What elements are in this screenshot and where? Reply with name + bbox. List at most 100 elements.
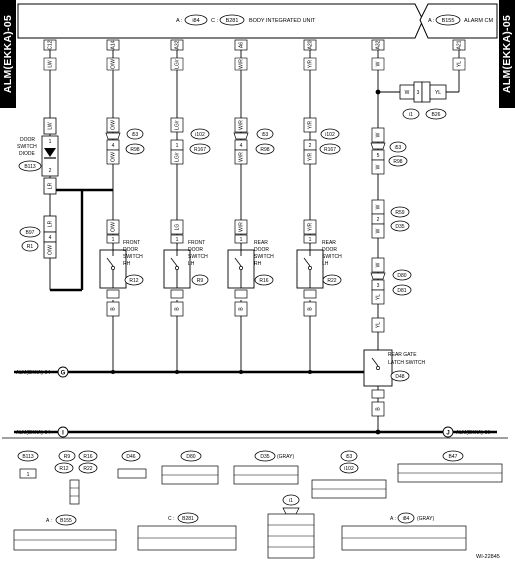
- wire-label: W/R: [238, 222, 244, 232]
- ref-d35-note: (GRAY): [277, 454, 294, 460]
- ref-marker-i: ALM(EKKA)-04 I: [16, 426, 69, 438]
- biu-conn-c: B281: [226, 18, 239, 24]
- ref-b281: B281: [182, 516, 194, 522]
- ref-r12: R12: [59, 466, 68, 472]
- ref-i-text: ALM(EKKA)-04: [16, 430, 50, 436]
- ref-i102: i102: [344, 466, 354, 472]
- ref-b47: B47: [449, 454, 458, 460]
- ref-j: J: [446, 431, 449, 437]
- junction-dot: [308, 370, 312, 374]
- pin-num: 1: [49, 139, 52, 145]
- front-door-switch-rh: O/W 1 B FRONT DOOR SWITCH RH R12: [99, 219, 144, 317]
- ref-d35: D35: [260, 454, 269, 460]
- ref-i1: i1: [289, 498, 293, 504]
- pin-num: 2: [49, 168, 52, 174]
- pin-num: 2: [377, 217, 380, 223]
- wire-label-ow-2: O/W: [47, 245, 53, 255]
- label-door: DOOR: [322, 247, 337, 253]
- wire-label: B: [110, 307, 116, 311]
- label-switch: SWITCH: [322, 254, 342, 260]
- conn-d80: D80: [397, 273, 406, 279]
- conn-r16: R16: [259, 278, 268, 284]
- junction-dot: [175, 370, 179, 374]
- ref-b155: B155: [60, 518, 72, 524]
- pin-a14: A14: [110, 40, 116, 49]
- biu-conn-a: i84: [192, 18, 199, 24]
- inline-connectors: O/W 4 O/W i53 R98 LG/r 1 LG/r i102 R167 …: [105, 117, 412, 305]
- wire-label-yl-i1: YL: [435, 90, 441, 96]
- wire-label: YL: [375, 322, 381, 328]
- junction-dot: [375, 429, 381, 435]
- conn-r9: R9: [197, 278, 204, 284]
- side-tab-left: ALM(EKKA)-05: [0, 0, 16, 108]
- pin-num: 1: [176, 237, 179, 243]
- conn-i1: i1: [409, 112, 413, 118]
- wire-label-wr: W/R: [238, 59, 244, 69]
- connector-reference-area: B113 1 R9 R16 R12 R22 D46 D80 D35 (GRAY)…: [2, 437, 508, 560]
- connector-b97-r1: LR 4 O/W B97 R1: [19, 215, 57, 259]
- conn-r98-2: R98: [260, 147, 269, 153]
- label-door: DOOR: [188, 247, 203, 253]
- rear-gate-latch-switch: YL B REAR GATE LATCH SWITCH D48: [363, 317, 426, 417]
- ref-r16: R16: [83, 454, 92, 460]
- wire-label: W: [375, 204, 381, 209]
- wire-label: W: [375, 132, 381, 137]
- wire-label-w: W: [375, 61, 381, 66]
- wire-label-lr: LR: [47, 182, 53, 189]
- diode-label-2: SWITCH: [17, 144, 37, 150]
- pin-num: 5: [377, 153, 380, 159]
- door-switch-diode: LW 1 2 LR DOOR SWITCH DIODE B113: [17, 117, 59, 195]
- junction-dot: [239, 370, 243, 374]
- ref-j-text: ALM(EKKA)-06: [456, 430, 490, 436]
- wire-label: O/W: [110, 222, 116, 232]
- ref-b113: B113: [22, 454, 34, 460]
- biu-title: BODY INTEGRATED UNIT: [249, 18, 316, 24]
- ref-b281-prefix: C :: [168, 516, 174, 522]
- ref-r22: R22: [83, 466, 92, 472]
- wire-label-lgr: LG/r: [174, 59, 180, 69]
- pin-num: 4: [240, 143, 243, 149]
- conn-r1: R1: [27, 244, 34, 250]
- side-tab-right: ALM(EKKA)-05: [499, 0, 515, 108]
- pin-num: 2: [309, 143, 312, 149]
- wire-label-ow: O/W: [110, 59, 116, 69]
- diode-label-1: DOOR: [20, 137, 35, 143]
- pin-grid-text: 1: [27, 472, 30, 478]
- alarm-conn: B155: [442, 18, 455, 24]
- biu-prefix-a: A :: [176, 18, 183, 24]
- connector-i1-b26: W 3 YL i1 B26: [399, 81, 447, 120]
- wire-label: LG/r: [174, 152, 180, 162]
- ref-i84-prefix: A :: [390, 516, 396, 522]
- pin-num: 4: [112, 143, 115, 149]
- pin-num: 1: [112, 237, 115, 243]
- label-rear: REAR: [322, 240, 336, 246]
- wire-label-lw: LW: [47, 60, 53, 67]
- junction-dot: [375, 89, 381, 95]
- wire-label: LG: [174, 224, 180, 231]
- wire-label: B: [307, 307, 313, 311]
- pin-a20: A20: [307, 40, 313, 49]
- wire-label: W/R: [238, 120, 244, 130]
- wire-label: O/W: [110, 152, 116, 162]
- pin-num: 4: [49, 235, 52, 241]
- conn-r167: R167: [194, 147, 206, 153]
- biu-prefix-c: C :: [211, 18, 219, 24]
- conn-i53: i53: [132, 132, 139, 138]
- wire-label: W: [375, 228, 381, 233]
- label-switch: SWITCH: [188, 254, 208, 260]
- pin-a6: A6: [238, 42, 244, 48]
- ref-i84-note: (GRAY): [417, 516, 434, 522]
- ref-i84: i84: [403, 516, 410, 522]
- pin-num: 1: [309, 237, 312, 243]
- ref-g-text: ALM(EKKA)-04: [16, 370, 50, 376]
- pin-num: 3: [377, 283, 380, 289]
- wire-label-w-i1: W: [405, 90, 410, 96]
- pin-a32-lg: A32: [174, 40, 180, 49]
- conn-b97: B97: [26, 230, 35, 236]
- label-lh: LH: [188, 261, 195, 267]
- body-integrated-unit-block: A : i84 C : B281 BODY INTEGRATED UNIT: [17, 3, 424, 39]
- wire-label: W: [375, 262, 381, 267]
- wire-label: Y/R: [307, 120, 313, 129]
- wire-label: B: [238, 307, 244, 311]
